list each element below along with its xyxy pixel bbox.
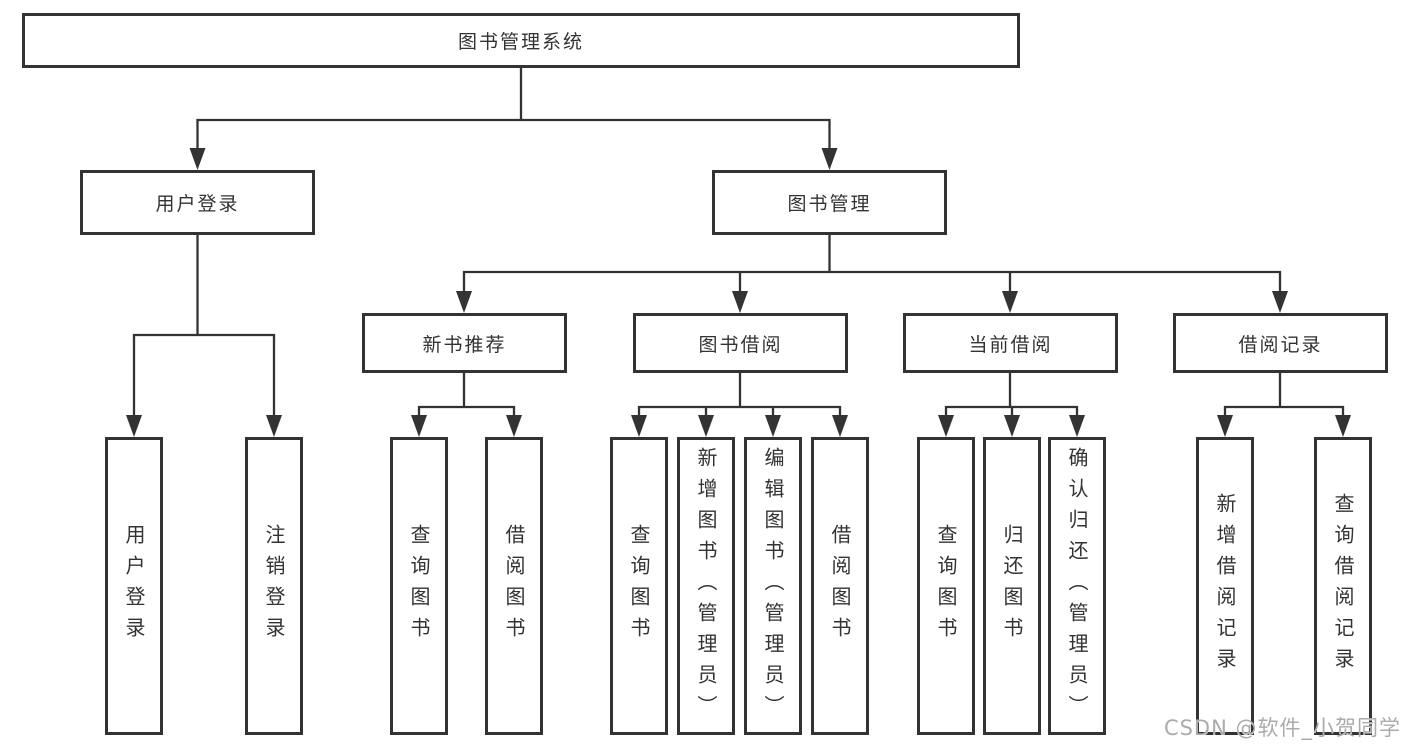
node-book-borrow-label: 图书借阅 xyxy=(698,333,783,356)
leaf-borrow-books-recommend: 借阅图书 xyxy=(485,437,543,735)
leaf-query-books-current-label: 查询图书 xyxy=(934,524,958,648)
leaf-query-books-borrow-label: 查询图书 xyxy=(627,524,651,648)
node-book-management-label: 图书管理 xyxy=(787,193,872,215)
node-new-book-recommend: 新书推荐 xyxy=(362,313,567,373)
leaf-logout-label: 注销登录 xyxy=(262,524,286,648)
leaf-borrow-books-label: 借阅图书 xyxy=(828,524,852,648)
watermark-text: CSDN @软件_小贺同学 xyxy=(1163,716,1401,740)
leaf-query-borrow-record-label: 查询借阅记录 xyxy=(1331,493,1355,679)
leaf-edit-book-admin: 编辑图书（管理员） xyxy=(744,437,802,735)
branch-user-login-to-leaves xyxy=(126,235,282,437)
leaf-confirm-return-admin: 确认归还（管理员） xyxy=(1048,437,1106,735)
node-library-system: 图书管理系统 xyxy=(22,13,1020,68)
node-book-management: 图书管理 xyxy=(712,170,947,235)
leaf-borrow-books: 借阅图书 xyxy=(811,437,869,735)
branch-borrow-records xyxy=(1217,373,1351,437)
leaf-add-book-admin-label: 新增图书（管理员） xyxy=(694,446,718,726)
leaf-query-books-recommend-label: 查询图书 xyxy=(407,524,431,648)
node-user-login: 用户登录 xyxy=(80,170,315,235)
leaf-return-books: 归还图书 xyxy=(983,437,1041,735)
branch-book-borrow xyxy=(631,373,848,437)
node-borrow-records: 借阅记录 xyxy=(1173,313,1388,373)
leaf-add-book-admin: 新增图书（管理员） xyxy=(677,437,735,735)
leaf-user-login: 用户登录 xyxy=(105,437,163,735)
branch-new-book-recommend xyxy=(411,373,522,437)
node-new-book-recommend-label: 新书推荐 xyxy=(422,333,507,356)
node-library-system-label: 图书管理系统 xyxy=(457,31,584,53)
leaf-return-books-label: 归还图书 xyxy=(1000,524,1024,648)
leaf-edit-book-admin-label: 编辑图书（管理员） xyxy=(761,446,785,726)
node-borrow-records-label: 借阅记录 xyxy=(1238,333,1323,356)
leaf-query-books-current: 查询图书 xyxy=(917,437,975,735)
leaf-borrow-books-recommend-label: 借阅图书 xyxy=(502,524,526,648)
leaf-confirm-return-admin-label: 确认归还（管理员） xyxy=(1065,446,1089,726)
leaf-add-borrow-record: 新增借阅记录 xyxy=(1196,437,1254,735)
node-current-borrow-label: 当前借阅 xyxy=(968,333,1053,356)
leaf-logout: 注销登录 xyxy=(245,437,303,735)
branch-book-management-to-level3 xyxy=(456,235,1288,313)
node-book-borrow: 图书借阅 xyxy=(633,313,848,373)
node-user-login-label: 用户登录 xyxy=(155,193,240,215)
leaf-query-borrow-record: 查询借阅记录 xyxy=(1314,437,1372,735)
leaf-query-books-recommend: 查询图书 xyxy=(390,437,448,735)
branch-root-to-level2 xyxy=(189,68,838,170)
leaf-add-borrow-record-label: 新增借阅记录 xyxy=(1213,493,1237,679)
node-current-borrow: 当前借阅 xyxy=(903,313,1118,373)
branch-current-borrow xyxy=(938,373,1085,437)
leaf-query-books-borrow: 查询图书 xyxy=(610,437,668,735)
leaf-user-login-label: 用户登录 xyxy=(122,524,146,648)
